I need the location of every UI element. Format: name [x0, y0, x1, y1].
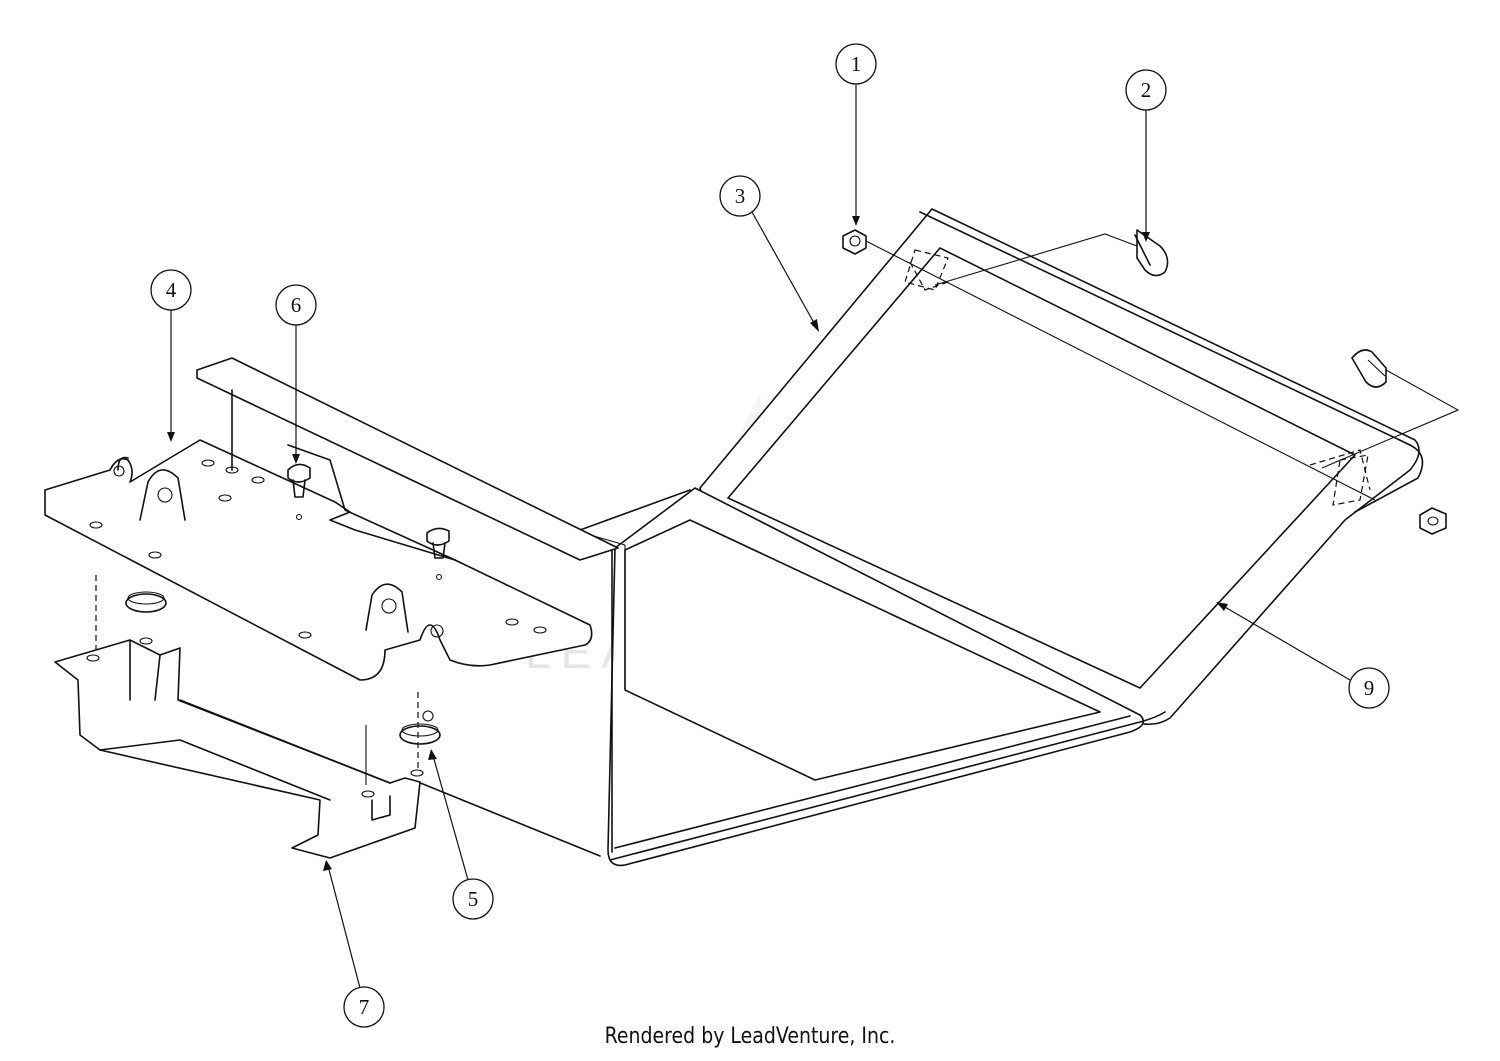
part-5-spacer-b — [399, 710, 441, 745]
callout-6: 6 — [275, 284, 317, 464]
callout-4: 4 — [150, 269, 192, 442]
part-4-mounting-plate — [44, 357, 619, 681]
callout-7-label: 7 — [359, 995, 370, 1019]
part-1-hex-nut — [842, 229, 867, 255]
plate-holes — [89, 459, 547, 639]
part-2-bolt-right — [1351, 349, 1387, 388]
part-3-shield — [417, 208, 1424, 867]
part-7-lower-bracket — [54, 637, 424, 859]
part-6-grommet-b — [426, 527, 450, 581]
callout-5-label: 5 — [468, 887, 479, 911]
callout-2: 2 — [1125, 69, 1167, 242]
callout-5: 5 — [428, 749, 494, 920]
footer-credit: Rendered by LeadVenture, Inc. — [604, 1024, 896, 1049]
callout-1-label: 1 — [851, 52, 862, 76]
callout-3-label: 3 — [735, 184, 746, 208]
callout-2-label: 2 — [1141, 78, 1152, 102]
part-2-bolt — [1134, 229, 1169, 277]
callout-6-label: 6 — [291, 293, 302, 317]
part-1-hex-nut-right — [1419, 507, 1447, 535]
callout-4-label: 4 — [166, 278, 177, 302]
part-6-grommet-a — [287, 463, 311, 521]
callout-9-label: 9 — [1364, 676, 1375, 700]
callout-7: 7 — [323, 860, 385, 1028]
assembly-lines — [95, 233, 1460, 785]
callout-1: 1 — [835, 43, 877, 226]
part-5-spacer-a — [125, 591, 167, 613]
callout-3: 3 — [719, 175, 819, 332]
callout-9: 9 — [1216, 602, 1390, 709]
